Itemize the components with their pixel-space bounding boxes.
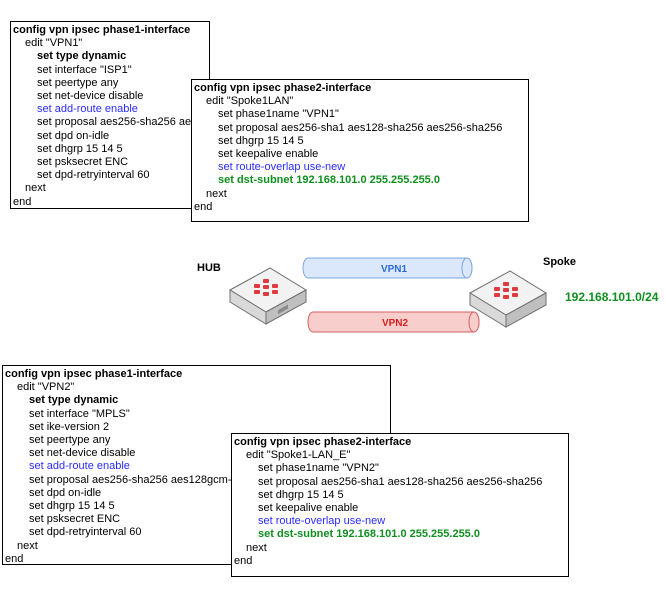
- vpn1-tunnel: VPN1: [302, 257, 473, 279]
- config-line: set ike-version 2: [29, 420, 110, 433]
- config-line: set add-route enable: [37, 103, 138, 116]
- hub-label: HUB: [197, 262, 221, 274]
- config-line: set dpd on-idle: [29, 486, 102, 499]
- config-line: set dst-subnet 192.168.101.0 255.255.255…: [218, 174, 440, 187]
- config-line: set keepalive enable: [258, 502, 359, 515]
- config-line: set type dynamic: [37, 50, 127, 63]
- config-line: config vpn ipsec phase2-interface: [194, 82, 372, 94]
- config-line: set proposal aes256-sha1 aes128-sha256 a…: [218, 121, 503, 134]
- config-line: end: [13, 195, 32, 208]
- spoke-subnet-label: 192.168.101.0/24: [565, 290, 659, 304]
- config-line: config vpn ipsec phase2-interface: [234, 436, 412, 448]
- config-line: set net-device disable: [37, 90, 144, 103]
- config-line: set peertype any: [37, 76, 119, 89]
- hub-firewall-icon: [229, 267, 307, 325]
- config-line: end: [5, 552, 24, 565]
- config-line: set dpd-retryinterval 60: [37, 169, 150, 182]
- config-line: set dhgrp 15 14 5: [37, 142, 123, 155]
- config-line: set dhgrp 15 14 5: [258, 488, 344, 501]
- config-line: set phase1name "VPN2": [258, 462, 379, 475]
- config-line: set dhgrp 15 14 5: [29, 500, 115, 513]
- config-line: set route-overlap use-new: [258, 515, 386, 528]
- vpn2-tunnel: VPN2: [307, 311, 480, 333]
- config-line: set dpd-retryinterval 60: [29, 526, 142, 539]
- config-line: set net-device disable: [29, 447, 136, 460]
- config-line: set type dynamic: [29, 394, 119, 407]
- config-line: next: [206, 187, 227, 200]
- config-line: edit "VPN2": [17, 381, 75, 394]
- config-line: edit "Spoke1-LAN_E": [246, 449, 351, 462]
- spoke-firewall-icon: [469, 270, 547, 328]
- config-line: set dpd on-idle: [37, 129, 110, 142]
- config-line: set dhgrp 15 14 5: [218, 134, 304, 147]
- config-line: set proposal aes256-sha1 aes128-sha256 a…: [258, 475, 543, 488]
- config-line: edit "VPN1": [25, 37, 83, 50]
- config-line: set psksecret ENC: [29, 513, 121, 526]
- vpn1-label: VPN1: [381, 264, 408, 275]
- vpn2-label: VPN2: [382, 318, 409, 329]
- config-line: next: [246, 541, 267, 554]
- config-line: set keepalive enable: [218, 148, 319, 161]
- config-line: set interface "ISP1": [37, 63, 132, 76]
- config-line: config vpn ipsec phase1-interface: [13, 24, 191, 36]
- config-line: next: [17, 539, 38, 552]
- config-line: next: [25, 182, 46, 195]
- config-line: set route-overlap use-new: [218, 161, 346, 174]
- config-line: set proposal aes256-sha256 aes128gcm-p: [29, 473, 238, 486]
- config-line: end: [194, 200, 213, 213]
- config-line: set interface "MPLS": [29, 407, 130, 420]
- config-line: set dst-subnet 192.168.101.0 255.255.255…: [258, 528, 480, 541]
- spoke-label: Spoke: [543, 256, 577, 268]
- config-line: set psksecret ENC: [37, 156, 129, 169]
- config-line: end: [234, 554, 253, 567]
- config-line: set phase1name "VPN1": [218, 108, 339, 121]
- config-line: set add-route enable: [29, 460, 130, 473]
- config-line: set peertype any: [29, 434, 111, 447]
- config-line: edit "Spoke1LAN": [206, 95, 294, 108]
- config-line: config vpn ipsec phase1-interface: [5, 368, 183, 380]
